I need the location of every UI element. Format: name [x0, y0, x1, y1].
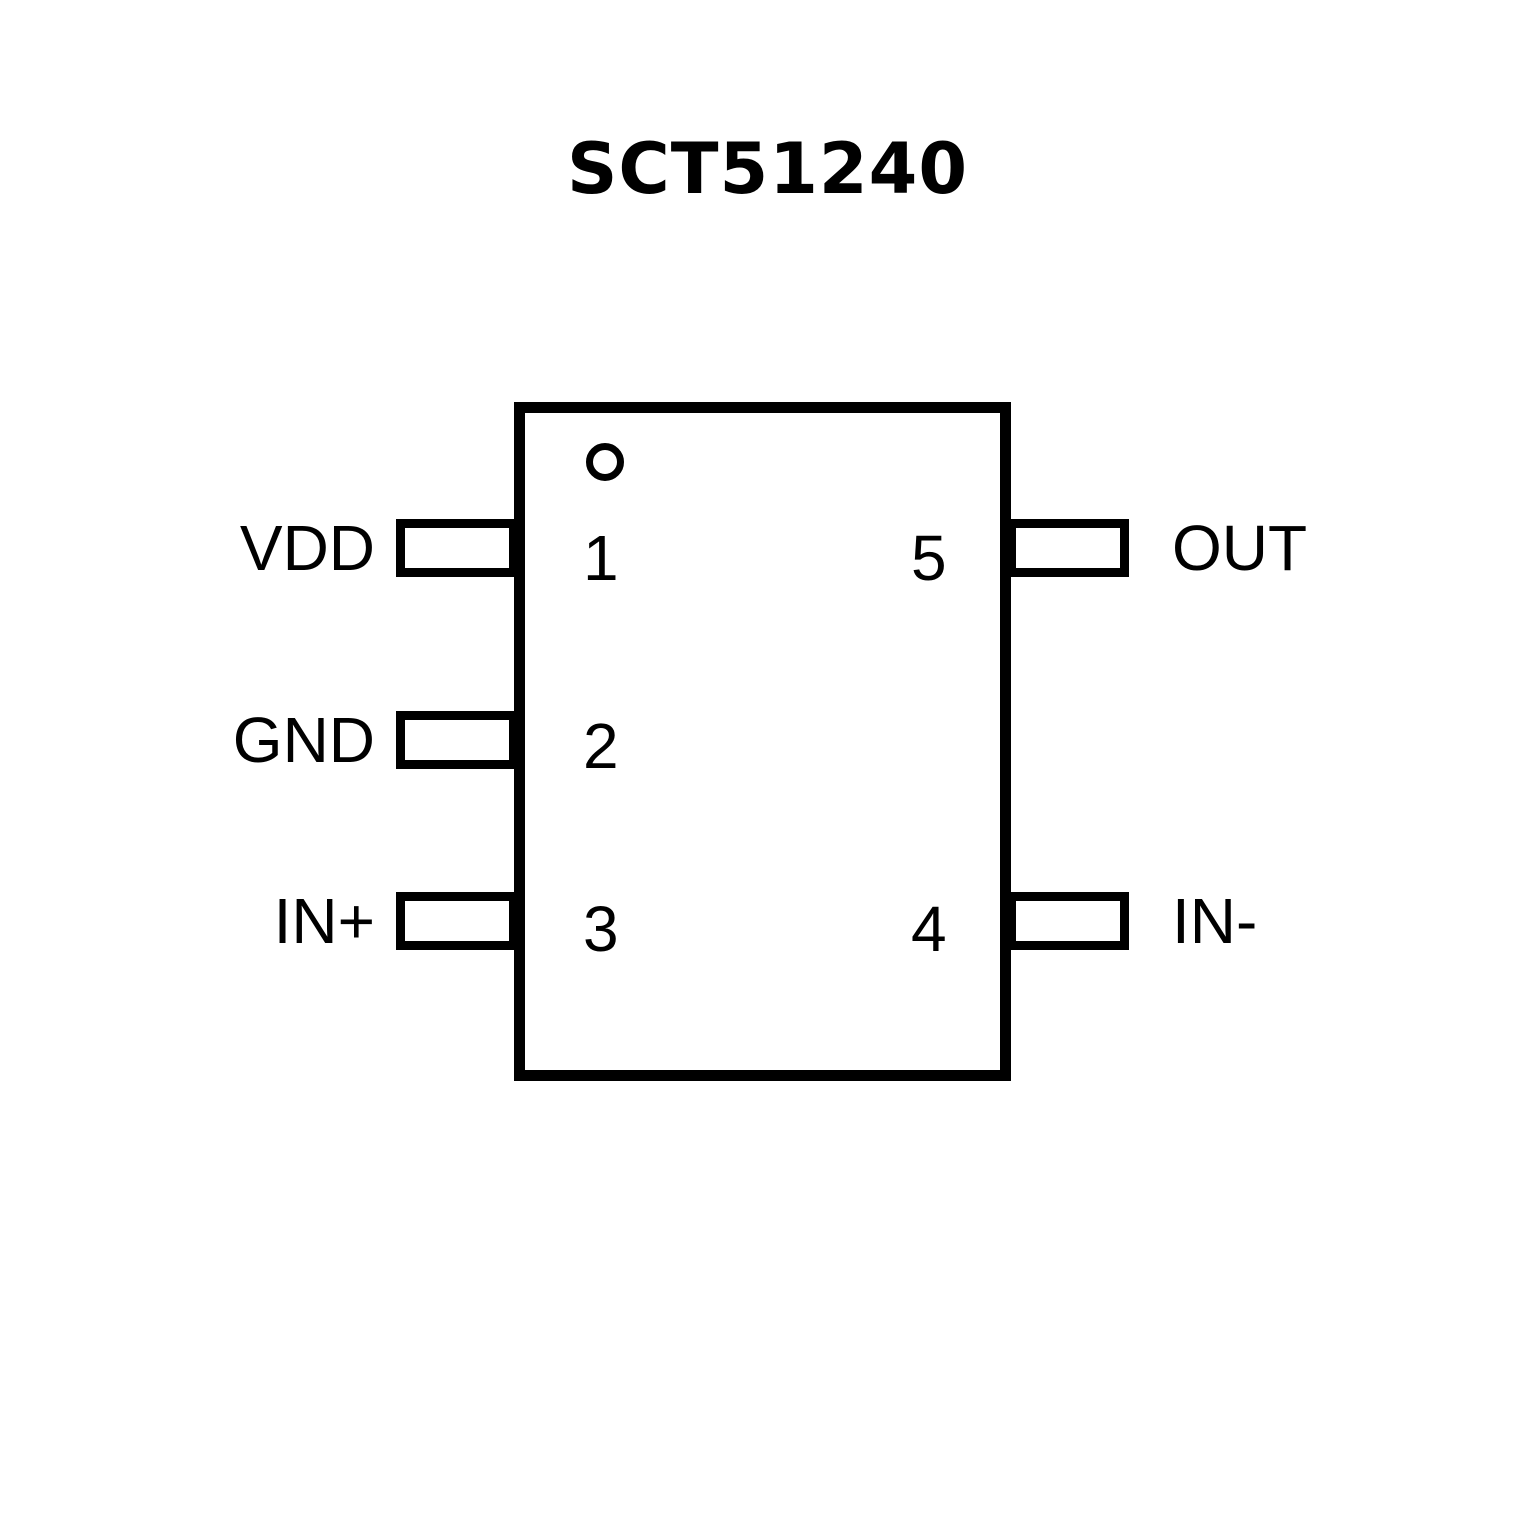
pin-number-3: 3 — [583, 893, 619, 965]
pin-pad-4 — [1007, 892, 1129, 950]
pin-number-5: 5 — [911, 522, 947, 594]
pin-pad-5 — [1007, 519, 1129, 577]
pin-pad-2 — [396, 711, 518, 769]
pin-label-gnd: GND — [232, 704, 375, 776]
pin-pad-3 — [396, 892, 518, 950]
pin-label-vdd: VDD — [239, 512, 375, 584]
pin-number-4: 4 — [911, 893, 947, 965]
pin-label-in-plus: IN+ — [273, 885, 375, 957]
pin-number-2: 2 — [583, 710, 619, 782]
part-number-title: SCT51240 — [566, 128, 969, 210]
pin-label-in-minus: IN- — [1172, 885, 1258, 957]
pin-number-1: 1 — [583, 522, 619, 594]
pin-pad-1 — [396, 519, 518, 577]
pin-label-out: OUT — [1172, 512, 1308, 584]
ic-package-body — [514, 402, 1011, 1081]
pin1-indicator-dot — [586, 443, 624, 481]
